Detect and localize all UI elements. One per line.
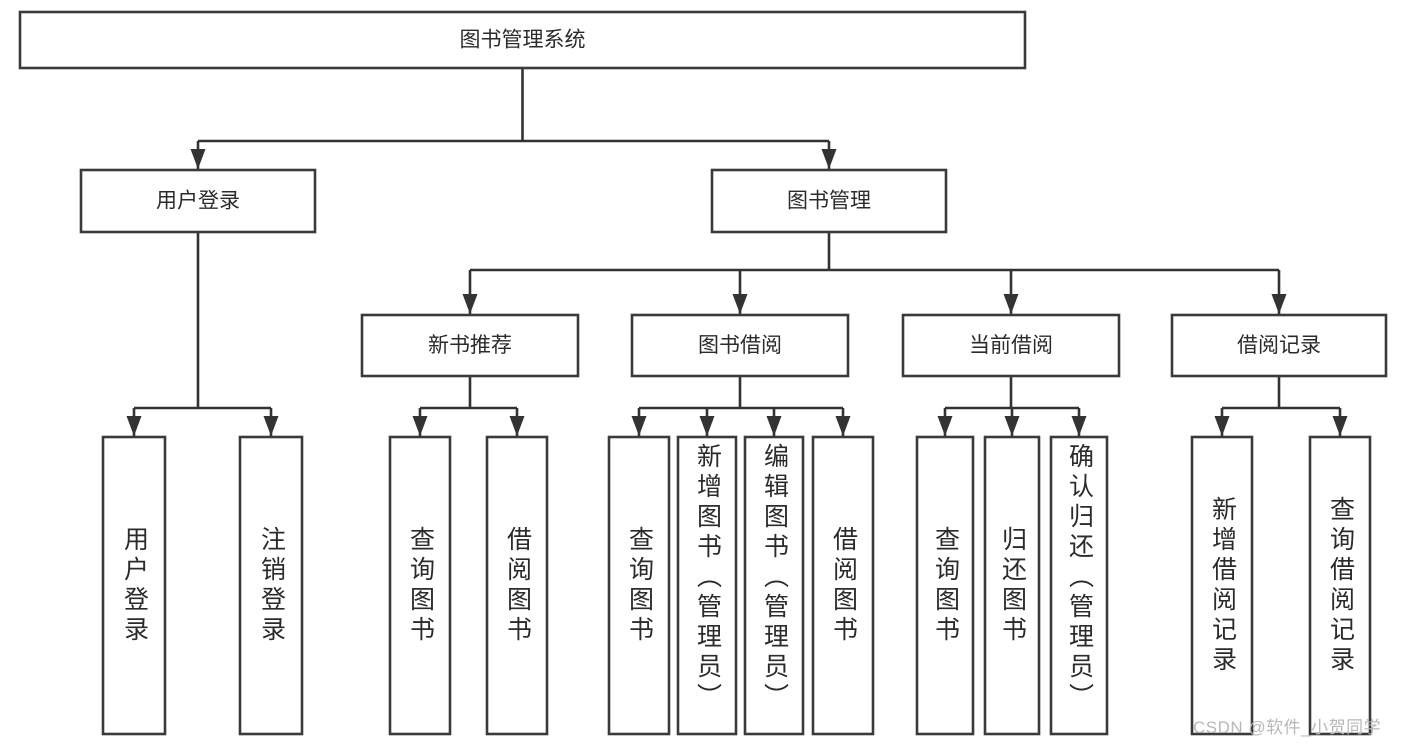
root-node-box[interactable]	[18, 10, 1027, 70]
level3-node-box[interactable]	[360, 313, 580, 378]
leaf-node-box[interactable]	[915, 435, 975, 736]
arrow-head-icon	[699, 416, 715, 436]
level3-node-box[interactable]	[630, 313, 850, 378]
arrow-head-icon	[1071, 416, 1087, 436]
arrow-head-icon	[1214, 416, 1230, 436]
watermark-text: CSDN @软件_小贺同学	[1193, 718, 1382, 737]
arrow-head-icon	[190, 149, 206, 169]
leaf-node-box[interactable]	[676, 435, 738, 736]
level3-node-box[interactable]	[1170, 313, 1388, 378]
level2-node-label: 用户登录	[156, 190, 240, 213]
arrow-head-icon	[412, 416, 428, 436]
leaf-node-box[interactable]	[607, 435, 671, 736]
arrow-head-icon	[1271, 294, 1287, 314]
arrow-head-icon	[937, 416, 953, 436]
level3-node-label: 图书借阅	[698, 334, 782, 357]
arrow-head-icon	[732, 294, 748, 314]
arrow-head-icon	[835, 416, 851, 436]
arrow-head-icon	[1332, 416, 1348, 436]
connector-layer	[126, 68, 1348, 436]
root-node-label: 图书管理系统	[460, 29, 586, 52]
leaf-node-box[interactable]	[1190, 435, 1254, 736]
arrow-head-icon	[462, 294, 478, 314]
arrow-head-icon	[766, 416, 782, 436]
level3-node-box[interactable]	[901, 313, 1121, 378]
leaf-node-box[interactable]	[983, 435, 1041, 736]
arrow-head-icon	[821, 149, 837, 169]
leaf-node-box[interactable]	[101, 435, 167, 736]
arrow-head-icon	[1004, 416, 1020, 436]
level3-node-label: 当前借阅	[969, 334, 1053, 357]
arrow-head-icon	[126, 416, 142, 436]
level2-node-box[interactable]	[79, 168, 317, 234]
leaf-node-box[interactable]	[388, 435, 452, 736]
arrow-head-icon	[1003, 294, 1019, 314]
arrow-head-icon	[631, 416, 647, 436]
arrow-head-icon	[263, 416, 279, 436]
leaf-node-box[interactable]	[811, 435, 875, 736]
leaf-node-box[interactable]	[1308, 435, 1372, 736]
arrow-head-icon	[509, 416, 525, 436]
level3-node-label: 借阅记录	[1237, 334, 1321, 357]
level2-node-label: 图书管理	[787, 190, 871, 213]
leaf-node-box[interactable]	[743, 435, 805, 736]
box-layer	[18, 10, 1388, 736]
level3-node-label: 新书推荐	[428, 334, 512, 357]
level2-node-box[interactable]	[710, 168, 948, 234]
leaf-node-box[interactable]	[1049, 435, 1109, 736]
leaf-node-box[interactable]	[238, 435, 304, 736]
leaf-node-box[interactable]	[485, 435, 549, 736]
